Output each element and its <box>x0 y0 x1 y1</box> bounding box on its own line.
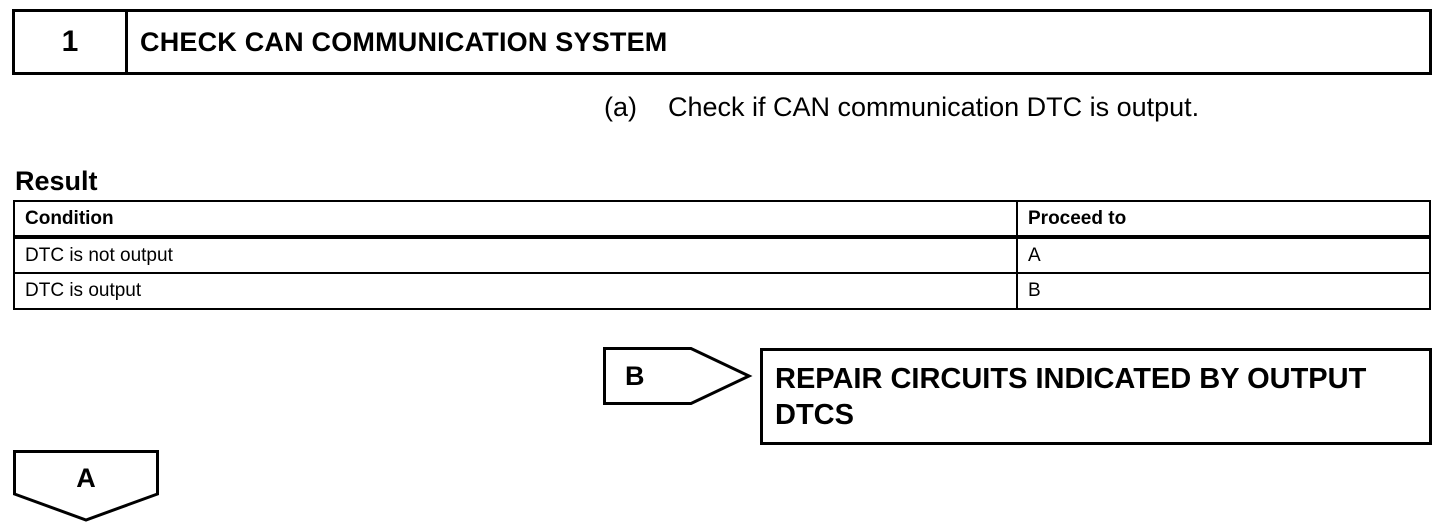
table-header-row: Condition Proceed to <box>13 200 1431 239</box>
table-row: DTC is output B <box>13 272 1431 310</box>
header-condition: Condition <box>13 200 1018 239</box>
instruction-text: Check if CAN communication DTC is output… <box>668 92 1200 122</box>
step-number: 1 <box>15 12 128 72</box>
right-arrow-icon <box>603 347 753 405</box>
repair-action-text: REPAIR CIRCUITS INDICATED BY OUTPUT DTCS <box>775 363 1367 431</box>
instruction-label: (a) <box>604 92 637 122</box>
repair-action-box: REPAIR CIRCUITS INDICATED BY OUTPUT DTCS <box>760 348 1432 445</box>
result-table: Condition Proceed to DTC is not output A… <box>13 200 1431 310</box>
branch-a-label: A <box>76 463 96 493</box>
branch-b-label: B <box>625 361 645 391</box>
cell-condition: DTC is not output <box>13 236 1018 274</box>
branch-b-arrow: B <box>603 347 753 405</box>
header-proceed-to: Proceed to <box>1016 200 1431 239</box>
instruction: (a) Check if CAN communication DTC is out… <box>604 92 1199 123</box>
branch-a-arrow: A <box>13 450 159 522</box>
cell-condition: DTC is output <box>13 272 1018 310</box>
down-arrow-icon <box>13 450 159 522</box>
table-row: DTC is not output A <box>13 236 1431 274</box>
cell-proceed-to: A <box>1016 236 1431 274</box>
step-title: CHECK CAN COMMUNICATION SYSTEM <box>140 26 668 57</box>
cell-proceed-to: B <box>1016 272 1431 310</box>
result-label: Result <box>15 166 98 196</box>
step-header: 1 CHECK CAN COMMUNICATION SYSTEM <box>12 9 1432 75</box>
